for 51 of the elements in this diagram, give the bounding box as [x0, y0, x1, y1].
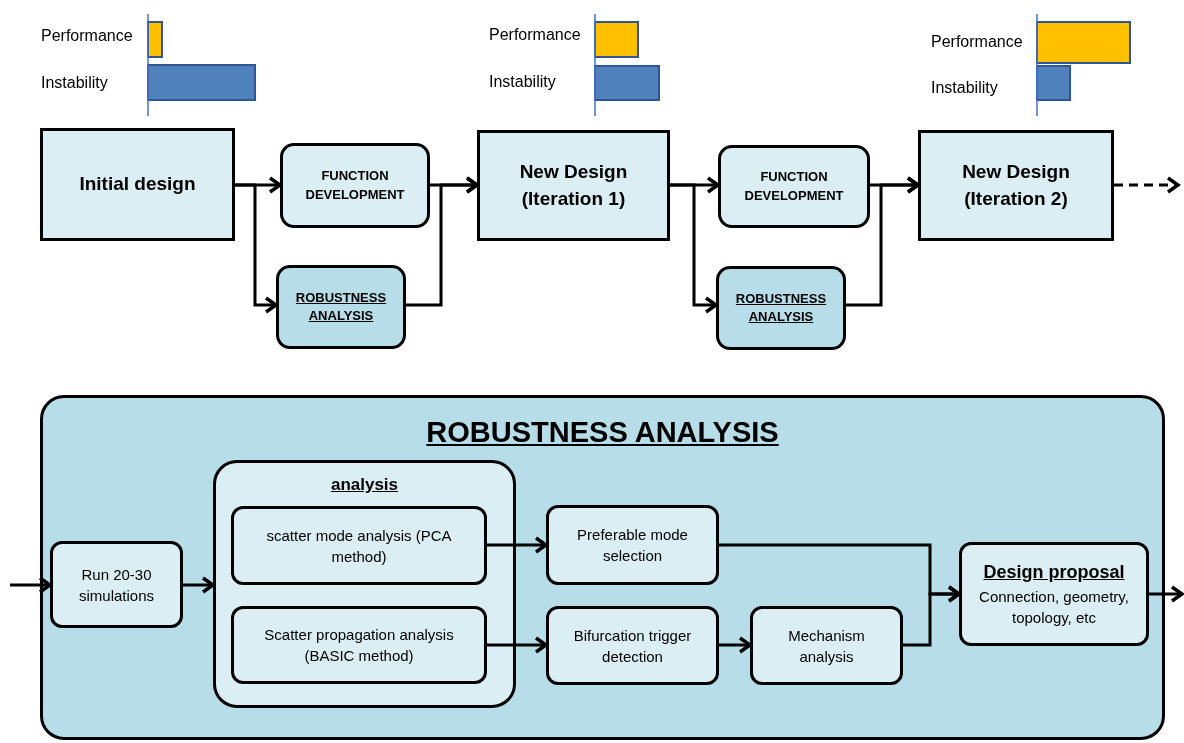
process-box — [231, 606, 487, 684]
axis-label: Instability — [489, 73, 556, 91]
axis-label: Instability — [931, 79, 998, 97]
process-box — [280, 143, 430, 228]
arrow — [10, 576, 52, 594]
process-box — [276, 265, 406, 349]
panel-title: analysis — [330, 474, 399, 496]
arrow — [719, 636, 752, 654]
process-box — [50, 541, 183, 628]
box-label: New Design (Iteration 2) — [961, 159, 1071, 211]
box-label: Initial design — [79, 172, 196, 197]
box-label: Preferable mode selection — [576, 525, 689, 566]
process-box — [959, 542, 1149, 646]
arrow — [1149, 585, 1184, 603]
arrow — [183, 576, 215, 594]
process-box — [546, 505, 719, 585]
process-box — [918, 130, 1114, 241]
box-label: ROBUSTNESS ANALYSIS — [294, 288, 388, 325]
arrow — [487, 536, 548, 554]
box-label: ROBUSTNESS ANALYSIS — [734, 289, 828, 326]
process-box — [477, 130, 670, 241]
arrow — [903, 585, 961, 647]
box-heading: Design proposal — [982, 561, 1126, 585]
arrow — [406, 176, 479, 307]
panel-title: ROBUSTNESS ANALYSIS — [426, 415, 779, 450]
box-label: Bifurcation trigger detection — [572, 625, 693, 667]
box-text: Connection, geometry, topology, etc — [978, 586, 1130, 628]
process-box — [716, 266, 846, 350]
axis-label: Performance — [41, 27, 133, 45]
panel — [40, 395, 1165, 740]
box-label: FUNCTION DEVELOPMENT — [304, 167, 406, 204]
box-label: Run 20-30 simulations — [78, 564, 155, 606]
arrow — [846, 176, 920, 307]
arrow — [235, 183, 278, 314]
process-box — [718, 145, 870, 228]
group-box — [213, 460, 516, 708]
process-box — [546, 606, 719, 685]
process-box — [40, 128, 235, 241]
box-label: New Design (Iteration 1) — [518, 159, 629, 211]
arrow — [670, 183, 718, 314]
arrow — [487, 636, 548, 654]
process-box — [231, 506, 487, 585]
arrow — [1114, 176, 1180, 194]
process-box — [750, 606, 903, 685]
box-label: Mechanism analysis — [787, 625, 866, 667]
axis-label: Instability — [41, 74, 108, 92]
axis-label: Performance — [931, 33, 1023, 51]
box-label: Scatter propagation analysis (BASIC method) — [263, 625, 455, 666]
axis-label: Performance — [489, 26, 581, 44]
box-label: FUNCTION DEVELOPMENT — [743, 168, 845, 205]
box-label: scatter mode analysis (PCA method) — [265, 525, 453, 567]
